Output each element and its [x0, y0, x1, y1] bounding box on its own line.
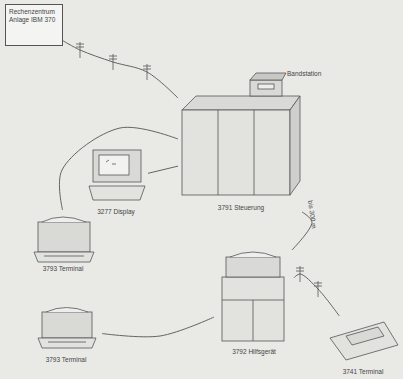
terminal-node: 3793 Terminal: [28, 210, 98, 273]
terminal-node: 3741 Terminal: [326, 316, 400, 376]
node-label: 3792 Hilfsgerät: [232, 348, 276, 356]
auxiliary-node: 3792 Hilfsgerät: [214, 250, 294, 356]
printer-terminal: [34, 217, 94, 262]
keyboard-terminal: [330, 322, 398, 360]
connector-line: [148, 166, 178, 173]
node-label: Bandstation: [287, 70, 321, 78]
connector-line: [102, 317, 214, 337]
controller-cabinet: [182, 96, 300, 195]
connector-line: [294, 274, 339, 316]
computer-center-box: Rechenzentrum Anlage IBM 370: [5, 4, 63, 46]
node-label: 3741 Terminal: [343, 368, 384, 376]
tape-station-label: Bandstation: [287, 70, 331, 82]
node-label: 3793 Terminal: [43, 265, 84, 273]
node-label: 3793 Terminal: [46, 356, 87, 364]
telephone-pole: [296, 266, 322, 297]
telephone-pole: [76, 42, 151, 80]
connector-line: [59, 127, 178, 210]
node-label: 3791 Steuerung: [218, 204, 264, 212]
tape-station: [250, 73, 286, 96]
connector-line: [63, 41, 178, 98]
auxiliary-unit: [222, 252, 284, 341]
node-label: Rechenzentrum Anlage IBM 370: [9, 8, 59, 24]
display-node: 3277 Display: [84, 146, 148, 216]
terminal-node: 3793 Terminal: [30, 300, 102, 364]
controller-node: 3791 Steuerung: [178, 90, 304, 212]
node-label: 3277 Display: [97, 208, 135, 216]
display-terminal: [89, 150, 145, 200]
edge-label: bis 300 m: [307, 200, 318, 229]
printer-terminal: [38, 308, 96, 349]
